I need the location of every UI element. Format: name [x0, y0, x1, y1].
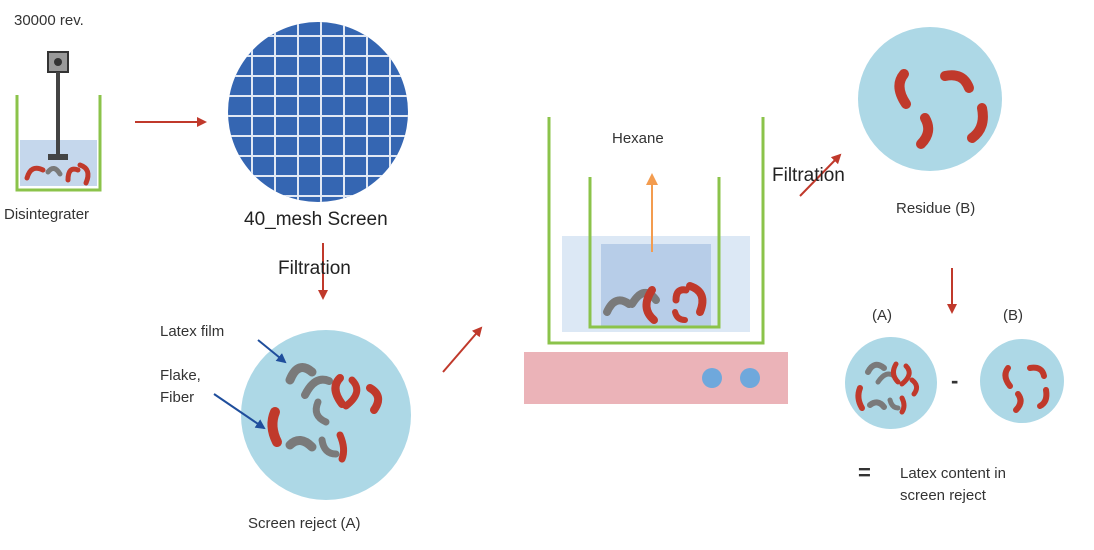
label-b: (B): [1003, 307, 1023, 324]
screen-reject-circle: [241, 330, 411, 500]
particle-red: [672, 286, 690, 304]
beaker-icon: [547, 117, 765, 345]
particle-red: [24, 165, 46, 181]
particle-gray: [285, 363, 317, 385]
particle-gray: [628, 289, 660, 308]
filtration-label-2: Filtration: [772, 165, 845, 186]
particle-red: [642, 286, 658, 324]
particle-red: [65, 166, 81, 183]
knob-icon: [740, 368, 760, 388]
particle-gray: [867, 399, 887, 410]
particle-gray: [45, 166, 63, 177]
particle-red: [916, 113, 934, 149]
particle-red: [77, 162, 91, 186]
particle-red: [672, 309, 688, 323]
particle-red: [855, 385, 865, 411]
minus-sign: -: [951, 368, 959, 393]
screen-reject-label: Screen reject (A): [248, 515, 361, 532]
disintegrater-label: Disintegrater: [4, 206, 90, 223]
particle-red: [686, 282, 707, 316]
mesh-screen-label: 40_mesh Screen: [244, 209, 388, 230]
particle-red: [1002, 365, 1013, 389]
particle-gray: [865, 361, 887, 375]
label-a: (A): [872, 307, 892, 324]
pointer-arrow: [213, 393, 266, 430]
flow-arrow: [799, 153, 842, 197]
particle-red: [1037, 387, 1050, 409]
particle-gray: [312, 398, 330, 426]
flake-fiber-label: Flake, Fiber: [160, 367, 201, 406]
particle-red: [331, 374, 346, 408]
pointer-arrow: [257, 339, 287, 364]
particle-red: [366, 384, 383, 414]
disintegrater-icon: [15, 51, 102, 192]
particle-red: [336, 431, 348, 463]
mesh-screen-icon: [228, 22, 408, 202]
particle-red: [894, 69, 911, 109]
particle-red: [967, 103, 988, 143]
particle-red: [342, 376, 361, 410]
comparison-a-circle: [845, 337, 937, 429]
particle-gray: [285, 436, 317, 452]
residue-circle: [858, 27, 1002, 171]
comparison-b-circle: [980, 339, 1064, 423]
particle-red: [909, 377, 920, 397]
latex-film-label: Latex film: [160, 323, 225, 340]
flow-arrow: [442, 326, 483, 373]
filtration-label: Filtration: [278, 258, 351, 279]
residue-label: Residue (B): [896, 200, 976, 217]
knob-icon: [702, 368, 722, 388]
particle-red: [267, 407, 282, 447]
hexane-label: Hexane: [612, 130, 664, 147]
disintegrater-vessel: [15, 95, 102, 192]
particle-red: [890, 361, 901, 385]
particle-gray: [301, 375, 333, 399]
particle-gray: [318, 436, 340, 458]
particle-red: [1013, 391, 1024, 413]
equals-sign: =: [858, 460, 871, 485]
particle-gray: [603, 296, 633, 316]
inner-beaker: [588, 177, 721, 329]
hot-plate-icon: [524, 352, 788, 404]
particle-red: [899, 395, 907, 415]
particle-red: [1027, 364, 1047, 379]
particle-red: [899, 363, 912, 387]
rev-label: 30000 rev.: [14, 12, 84, 29]
outer-beaker: [547, 117, 765, 345]
particle-red: [940, 70, 974, 93]
particle-gray: [887, 397, 901, 411]
latex-content-label: Latex content in screen reject: [900, 465, 1006, 504]
